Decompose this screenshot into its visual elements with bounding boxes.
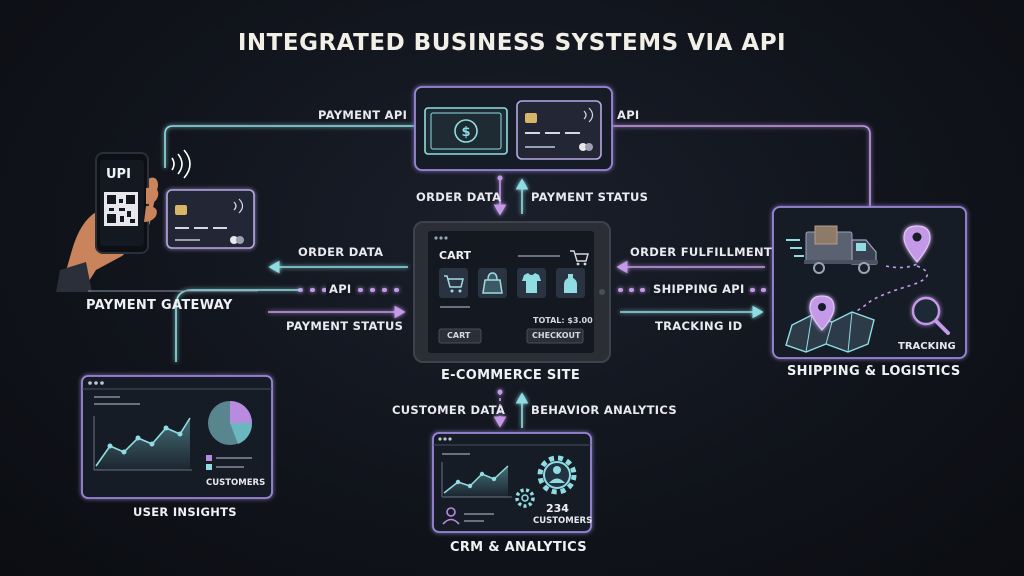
cart-icon-header bbox=[570, 250, 589, 262]
tablet-cart-title: CART bbox=[439, 249, 472, 262]
api-left-curve bbox=[175, 289, 300, 362]
tablet-total: TOTAL: $3.00 bbox=[533, 316, 593, 325]
cart-product-icon bbox=[444, 275, 464, 288]
diagram-title: INTEGRATED BUSINESS SYSTEMS VIA API bbox=[237, 30, 787, 56]
edge-label-order-data-top: ORDER DATA bbox=[416, 190, 502, 204]
bottle-product-icon bbox=[564, 274, 577, 293]
gear-icon bbox=[537, 455, 577, 495]
map-pin-icon bbox=[809, 295, 835, 331]
truck-icon bbox=[786, 225, 878, 274]
node-label-crm: CRM & ANALYTICS bbox=[450, 540, 587, 555]
api-top-line bbox=[612, 125, 871, 207]
edge-label-customer-data: CUSTOMER DATA bbox=[392, 403, 506, 417]
user-icon bbox=[442, 507, 460, 525]
node-label-ecommerce: E-COMMERCE SITE bbox=[441, 368, 581, 383]
crm-line-chart-icon bbox=[441, 462, 512, 498]
line-chart-icon bbox=[93, 416, 192, 471]
edge-label-payment-status-top: PAYMENT STATUS bbox=[531, 190, 649, 204]
dollar-icon: $ bbox=[461, 125, 470, 140]
crm-customers-text: CUSTOMERS bbox=[533, 516, 593, 526]
user-insights-panel bbox=[81, 375, 273, 499]
payment-panel: $ bbox=[414, 86, 613, 171]
phone-upi-text: UPI bbox=[106, 167, 131, 182]
edge-label-payment-api: PAYMENT API bbox=[318, 108, 408, 122]
node-label-user-insights: USER INSIGHTS bbox=[133, 505, 237, 519]
cart-button bbox=[438, 328, 482, 344]
node-label-payment-gateway: PAYMENT GATEWAY bbox=[86, 298, 233, 313]
gateway-credit-card-icon bbox=[166, 189, 255, 249]
edge-label-tracking-id: TRACKING ID bbox=[655, 319, 743, 333]
product-tiles bbox=[439, 268, 585, 298]
location-pin-icon bbox=[903, 225, 931, 263]
bag-product-icon bbox=[482, 272, 503, 294]
small-gear-icon bbox=[515, 488, 535, 508]
checkout-button bbox=[526, 328, 584, 344]
shipping-panel bbox=[772, 206, 967, 359]
shirt-product-icon bbox=[522, 273, 541, 293]
ecommerce-tablet bbox=[413, 221, 611, 363]
pie-chart-icon bbox=[208, 401, 253, 445]
edge-label-api-left: API bbox=[326, 282, 355, 296]
crm-panel bbox=[432, 432, 592, 533]
node-label-shipping: SHIPPING & LOGISTICS bbox=[787, 364, 961, 379]
edge-label-api-top: API bbox=[617, 108, 640, 122]
payment-gateway-graphic bbox=[56, 149, 258, 292]
cash-icon bbox=[424, 107, 508, 155]
contactless-icon bbox=[171, 149, 191, 179]
payment-api-line bbox=[164, 125, 415, 168]
tablet-checkout-button-label: CHECKOUT bbox=[532, 331, 581, 340]
edge-label-order-fulfillment: ORDER FULFILLMENT bbox=[630, 245, 773, 259]
qr-code-icon bbox=[104, 192, 138, 226]
crm-count-text: 234 bbox=[546, 502, 569, 515]
magnifier-icon bbox=[911, 296, 950, 335]
tablet-cart-button-label: CART bbox=[447, 331, 471, 340]
user-insights-customers-text: CUSTOMERS bbox=[206, 478, 266, 488]
edge-label-payment-status-left: PAYMENT STATUS bbox=[286, 319, 404, 333]
edge-label-behavior-analytics: BEHAVIOR ANALYTICS bbox=[531, 403, 677, 417]
shipping-tracking-text: TRACKING bbox=[898, 341, 956, 352]
edge-label-order-data-left: ORDER DATA bbox=[298, 245, 384, 259]
edge-label-shipping-api: SHIPPING API bbox=[650, 282, 748, 296]
